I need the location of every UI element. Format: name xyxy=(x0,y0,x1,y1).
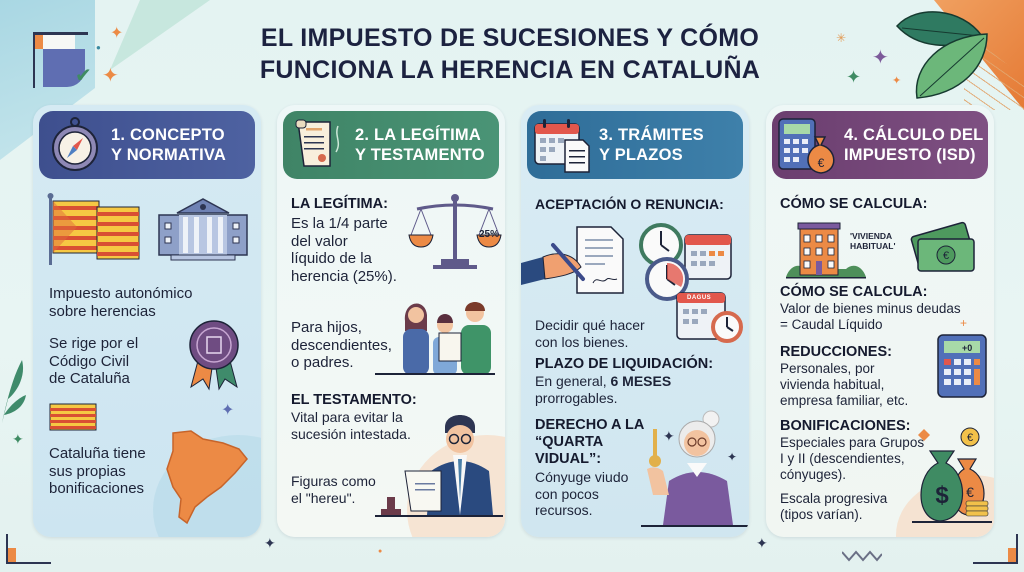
reducciones-text: Personales, por vivienda habitual, empre… xyxy=(780,361,909,408)
escala-progresiva-text: Escala progresiva (tipos varían). xyxy=(780,491,888,522)
calculator-moneybag-icon: € xyxy=(772,111,844,179)
svg-text:€: € xyxy=(966,484,974,500)
quarta-vidual-label: DERECHO A LA “QUARTA VIDUAL”: xyxy=(535,417,645,467)
scale-percentage-label: 25% xyxy=(479,229,500,240)
panel-tramites-plazos: 3. TRÁMITES Y PLAZOS ACEPTACIÓN O RENUNC… xyxy=(521,105,749,537)
checkmark-icon: ✔ xyxy=(75,65,92,87)
sparkle-icon: ✦ xyxy=(102,65,119,87)
sparkle-icon: ✦ xyxy=(846,67,862,87)
widow-with-key-illustration xyxy=(641,410,749,527)
title-line-2: FUNCIONA LA HERENCIA EN CATALUÑA xyxy=(259,56,761,84)
bonificaciones-text: Especiales para Grupos I y II (descendie… xyxy=(780,435,925,482)
scroll-document-icon xyxy=(283,111,355,179)
catalan-flag-icon xyxy=(47,193,140,265)
banknotes-icon: € xyxy=(910,221,975,272)
notary-illustration xyxy=(375,415,503,517)
vivienda-habitual-label: 'VIVIENDA HABITUAL' xyxy=(850,231,896,251)
compass-icon xyxy=(39,111,111,179)
sparkle-icon: ✦ xyxy=(12,431,24,447)
seal-badge-icon xyxy=(189,320,239,391)
panel-calculo-impuesto: € 4. CÁLCULO DEL IMPUESTO (ISD) CÓMO SE … xyxy=(766,105,994,537)
decorative-corner-frame xyxy=(33,33,88,88)
concepto-text-1: Impuesto autonómico sobre herencias xyxy=(49,285,193,320)
ground-line xyxy=(375,373,495,375)
panel-concepto-normativa: 1. CONCEPTO Y NORMATIVA xyxy=(33,105,261,537)
sparkle-icon: ✦ xyxy=(110,25,124,42)
clocks-calendars-illustration xyxy=(639,223,743,343)
sparkle-icon: ✦ xyxy=(264,535,276,551)
svg-text:$: $ xyxy=(935,482,949,509)
aceptacion-label: ACEPTACIÓN O RENUNCIA: xyxy=(535,196,724,212)
money-bags-icon: € € $ xyxy=(912,427,992,523)
legitima-label: LA LEGÍTIMA: xyxy=(291,196,388,212)
panel-title-line-2: Y NORMATIVA xyxy=(111,146,226,164)
reducciones-label: REDUCCIONES: xyxy=(780,344,892,360)
panel-title-line-2: Y PLAZOS xyxy=(599,146,683,164)
panel-header: € 4. CÁLCULO DEL IMPUESTO (ISD) xyxy=(772,111,988,179)
aceptacion-text: Decidir qué hacer con los bienes. xyxy=(535,317,645,350)
panel-header: 2. LA LEGÍTIMA Y TESTAMENTO xyxy=(283,111,499,179)
como-se-calcula-text: Valor de bienes minus deudas = Caudal Lí… xyxy=(780,301,961,332)
como-se-calcula-label: CÓMO SE CALCULA: xyxy=(780,284,928,300)
small-catalan-flag-icon xyxy=(49,403,97,431)
background-shape-teal xyxy=(110,0,210,70)
leaves-decoration-icon xyxy=(895,11,988,99)
sparkle-icon: ✦ xyxy=(663,428,675,444)
svg-text:€: € xyxy=(967,432,973,444)
page-title: EL IMPUESTO DE SUCESIONES Y CÓMO FUNCION… xyxy=(210,22,810,86)
sparkle-icon: ✦ xyxy=(756,535,768,551)
panel-title-line-1: 4. CÁLCULO DEL xyxy=(844,126,984,144)
decorative-corner-bottom-right xyxy=(973,534,1018,564)
burst-icon: ✳ xyxy=(836,31,847,45)
house-building-icon xyxy=(786,222,866,279)
calendar-label: DAGUS xyxy=(687,295,712,301)
plazo-label: PLAZO DE LIQUIDACIÓN: xyxy=(535,356,714,372)
quarta-vidual-text: Cónyuge viudo con pocos recursos. xyxy=(535,469,629,518)
testamento-label: EL TESTAMENTO: xyxy=(291,392,417,408)
calculator-icon xyxy=(937,334,987,398)
panel-title-line-2: IMPUESTO (ISD) xyxy=(844,146,976,164)
decorative-corner-bottom-left xyxy=(6,534,51,564)
decorative-line xyxy=(33,32,88,34)
testamento-text: Vital para evitar la sucesión intestada. xyxy=(291,409,411,442)
catalonia-map-icon xyxy=(166,430,248,525)
signing-document-illustration xyxy=(521,226,624,294)
panel-legitima-testamento: 2. LA LEGÍTIMA Y TESTAMENTO LA LEGÍTIMA:… xyxy=(277,105,505,537)
sparkle-icon: ✦ xyxy=(892,75,902,87)
zigzag-decoration-icon xyxy=(842,550,882,562)
sparkle-icon: ✦ xyxy=(727,450,738,464)
panel-header: 1. CONCEPTO Y NORMATIVA xyxy=(39,111,255,179)
plus-icon: + xyxy=(960,316,968,330)
panel-title-line-2: Y TESTAMENTO xyxy=(355,146,485,164)
testamento-subtext: Figuras como el "hereu". xyxy=(291,473,376,506)
family-illustration xyxy=(403,302,491,375)
dot-icon: ● xyxy=(378,548,383,555)
balance-scale-icon xyxy=(408,194,502,269)
sparkle-icon: ✦ xyxy=(221,402,235,419)
government-building-icon xyxy=(158,198,248,261)
plazo-text: En general, 6 MESES prorrogables. xyxy=(535,373,672,406)
panel-title-line-1: 2. LA LEGÍTIMA xyxy=(355,126,481,144)
svg-text:€: € xyxy=(943,250,949,262)
como-se-calcula-label-top: CÓMO SE CALCULA: xyxy=(780,196,928,212)
side-leaf-icon xyxy=(2,360,26,423)
legitima-text: Es la 1/4 parte del valor líquido de la … xyxy=(291,215,397,285)
calculator-display: +0 xyxy=(962,343,973,353)
svg-text:€: € xyxy=(818,156,825,170)
concepto-text-2: Se rige por el Código Civil de Cataluña xyxy=(49,335,139,387)
bonificaciones-label: BONIFICACIONES: xyxy=(780,418,911,434)
legitima-subtext: Para hijos, descendientes, o padres. xyxy=(291,319,392,371)
dot-icon: ● xyxy=(96,43,101,52)
panel-title-line-1: 1. CONCEPTO xyxy=(111,126,225,144)
calendar-document-icon xyxy=(527,111,599,179)
panel-header: 3. TRÁMITES Y PLAZOS xyxy=(527,111,743,179)
title-line-1: EL IMPUESTO DE SUCESIONES Y CÓMO xyxy=(260,24,760,52)
sparkle-icon: ✦ xyxy=(872,47,889,69)
panel-title-line-1: 3. TRÁMITES xyxy=(599,126,704,144)
concepto-text-3: Cataluña tiene sus propias bonificacione… xyxy=(49,445,146,497)
